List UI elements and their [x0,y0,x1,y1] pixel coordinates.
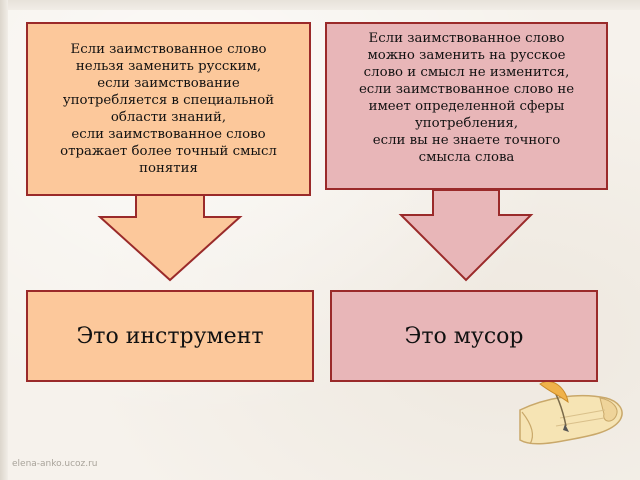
result-box-right: Это мусор [330,290,598,382]
down-arrow-icon [97,189,243,282]
condition-text-right: Если заимствованное слово можно заменить… [358,31,575,165]
condition-box-left: Если заимствованное слово нельзя заменит… [26,22,311,196]
condition-box-right: Если заимствованное слово можно заменить… [325,22,608,190]
quill-and-scroll-icon [519,379,623,445]
frame-left [0,0,8,480]
result-text-left: Это инструмент [76,323,264,349]
result-text-right: Это мусор [404,323,524,349]
result-box-left: Это инструмент [26,290,314,382]
down-arrow-icon [398,189,534,282]
condition-text-left: Если заимствованное слово нельзя заменит… [60,42,277,176]
footer-credit: elena-anko.ucoz.ru [12,459,98,469]
frame-top [0,0,640,10]
